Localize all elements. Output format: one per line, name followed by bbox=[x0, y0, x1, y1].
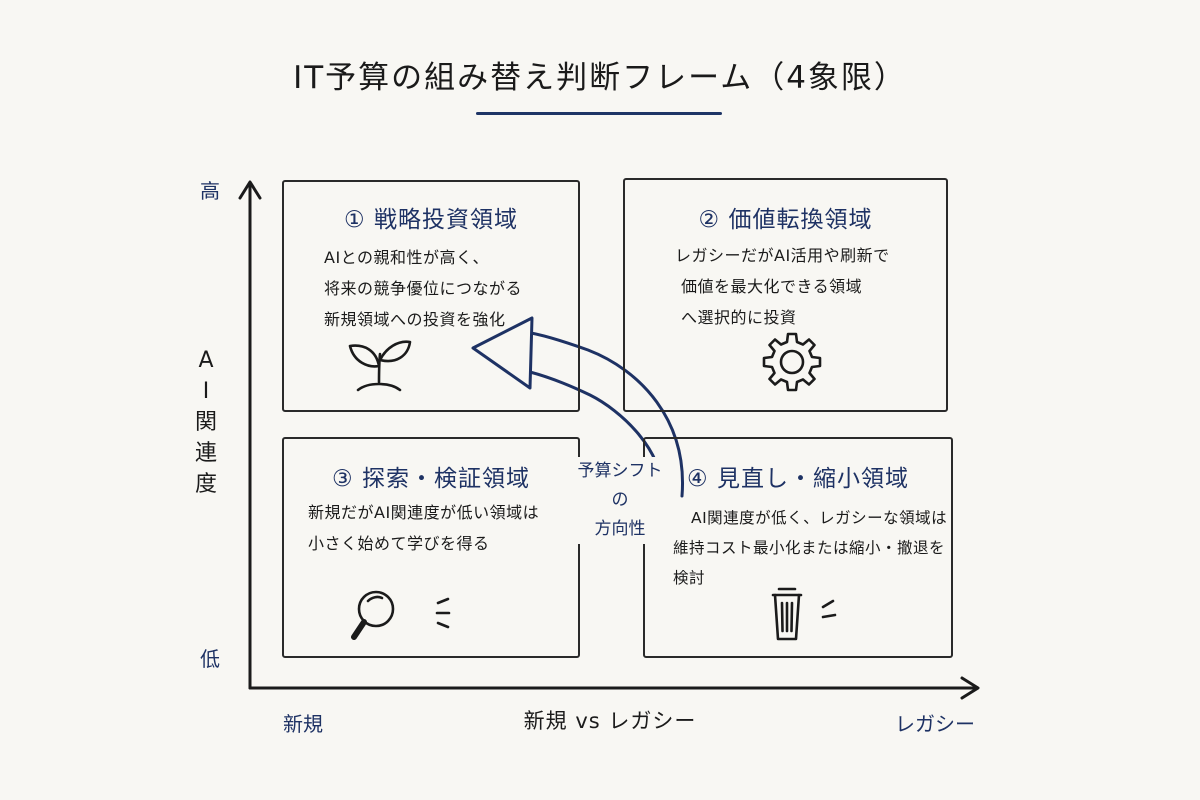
quadrant-exploration: ③ 探索・検証領域 新規だがAI関連度が低い領域は 小さく始めて学びを得る bbox=[282, 437, 580, 658]
description-line: へ選択的に投資 bbox=[681, 308, 797, 328]
page-title: IT予算の組み替え判断フレーム（4象限） bbox=[293, 60, 907, 96]
description-line: 検討 bbox=[673, 569, 706, 588]
y-axis-title-char: 度 bbox=[194, 472, 217, 497]
y-axis-title-char: I bbox=[202, 379, 210, 404]
y-axis-title-char: 連 bbox=[194, 441, 217, 466]
sprout-icon bbox=[348, 340, 412, 392]
description-line: 新規領域への投資を強化 bbox=[324, 310, 506, 330]
quadrant-description: AI関連度が低く、レガシーな領域は 維持コスト最小化または縮小・撤退を 検討 bbox=[673, 503, 947, 594]
quadrant-value-conversion: ② 価値転換領域 レガシーだがAI活用や刷新で 価値を最大化できる領域 へ選択的… bbox=[623, 178, 948, 412]
y-axis-low-label: 低 bbox=[200, 647, 220, 671]
quadrant-description: 新規だがAI関連度が低い領域は 小さく始めて学びを得る bbox=[308, 497, 539, 559]
gear-icon bbox=[762, 332, 822, 392]
quadrant-strategic-investment: ① 戦略投資領域 AIとの親和性が高く、 将来の競争優位につながる 新規領域への… bbox=[282, 180, 580, 412]
quadrant-title: ② 価値転換領域 bbox=[698, 207, 873, 233]
quadrant-title: ④ 見直し・縮小領域 bbox=[687, 466, 909, 492]
x-axis bbox=[248, 676, 980, 700]
quadrant-title: ① 戦略投資領域 bbox=[344, 207, 518, 233]
quadrant-description: レガシーだがAI活用や刷新で 価値を最大化できる領域 へ選択的に投資 bbox=[675, 240, 890, 334]
quadrant-description: AIとの親和性が高く、 将来の競争優位につながる 新規領域への投資を強化 bbox=[324, 242, 522, 336]
y-axis-title-char: 関 bbox=[194, 410, 217, 435]
budget-shift-label: 予算シフトの 方向性 bbox=[570, 457, 670, 544]
x-axis-right-label: レガシー bbox=[895, 712, 975, 736]
description-line: 小さく始めて学びを得る bbox=[308, 534, 490, 554]
y-axis-high-label: 高 bbox=[200, 179, 220, 203]
description-line: AI関連度が低く、レガシーな領域は bbox=[691, 509, 948, 527]
y-axis-title-char: A bbox=[198, 348, 214, 373]
quadrant-review-reduction: ④ 見直し・縮小領域 AI関連度が低く、レガシーな領域は 維持コスト最小化または… bbox=[643, 437, 953, 658]
description-line: 維持コスト最小化または縮小・撤退を bbox=[673, 539, 946, 558]
budget-shift-label-line: 方向性 bbox=[594, 519, 646, 539]
budget-shift-label-line: 予算シフトの bbox=[577, 461, 663, 510]
description-line: レガシーだがAI活用や刷新で bbox=[675, 246, 890, 265]
description-line: AIとの親和性が高く、 bbox=[324, 248, 490, 267]
x-axis-left-label: 新規 bbox=[283, 712, 323, 736]
y-axis-title: A I 関 連 度 bbox=[191, 345, 221, 500]
x-axis-title: 新規 vs レガシー bbox=[523, 709, 697, 733]
quadrant-title: ③ 探索・検証領域 bbox=[332, 466, 530, 492]
title-underline bbox=[476, 112, 722, 115]
trash-can-icon bbox=[771, 587, 837, 641]
description-line: 新規だがAI関連度が低い領域は bbox=[308, 503, 540, 522]
description-line: 将来の競争優位につながる bbox=[324, 279, 523, 299]
y-axis bbox=[238, 180, 262, 690]
magnifier-icon bbox=[351, 590, 451, 640]
description-line: 価値を最大化できる領域 bbox=[681, 277, 863, 297]
